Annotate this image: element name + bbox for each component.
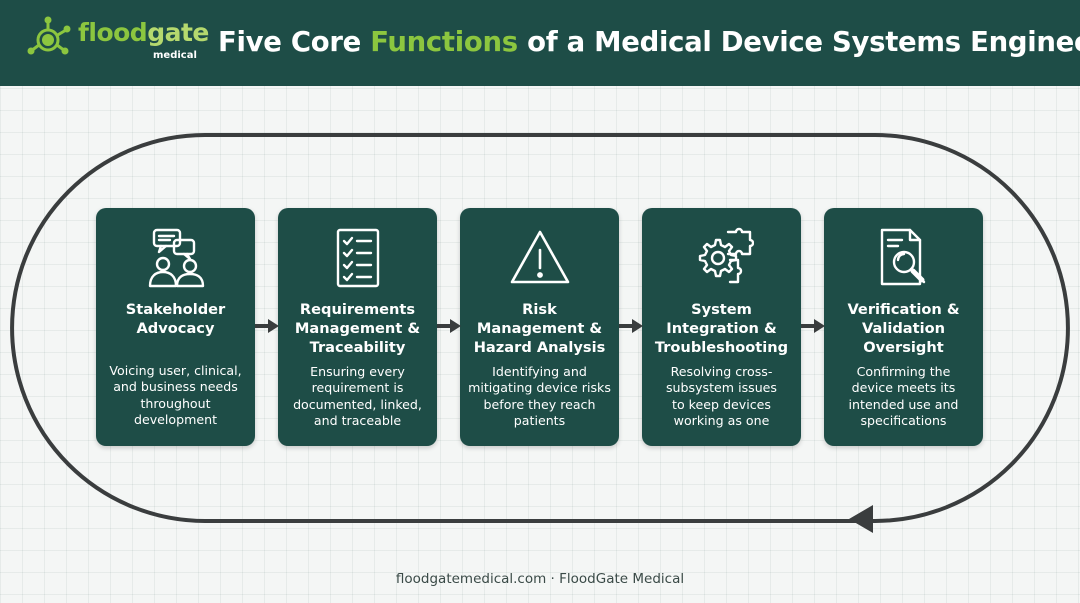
card-desc-line: documented, linked, — [293, 396, 422, 412]
arrow-right-icon — [255, 319, 279, 333]
card-desc-line: and business needs — [113, 379, 238, 395]
card-title-line: Stakeholder — [125, 301, 226, 318]
title-accent: Functions — [370, 26, 518, 58]
card-desc-line: Voicing user, clinical, — [109, 363, 242, 378]
card-description: Ensuring every requirement is documented… — [286, 364, 429, 429]
card-title: Verification & Validation Oversight — [830, 300, 977, 357]
card-desc-line: throughout — [140, 395, 211, 411]
page-title: Five Core Functions of a Medical Device … — [218, 24, 1080, 60]
loop-arrowhead-icon — [849, 505, 873, 533]
card-title-line: Management & — [294, 320, 421, 337]
card-title-line: Verification & — [847, 301, 960, 318]
function-card-risk-management: Risk Management & Hazard Analysis Identi… — [460, 208, 619, 446]
card-desc-line: and traceable — [313, 412, 402, 428]
arrow-right-icon — [801, 319, 825, 333]
function-card-system-integration: System Integration & Troubleshooting Res… — [642, 208, 801, 446]
card-title-line: Advocacy — [136, 320, 215, 337]
card-description: Confirming the device meets its intended… — [832, 364, 975, 429]
title-part-2: of a Medical Device Systems Engineer — [517, 26, 1080, 58]
card-description: Voicing user, clinical, and business nee… — [104, 363, 247, 428]
card-desc-line: Identifying and — [492, 364, 587, 379]
card-desc-line: device meets its — [851, 380, 956, 396]
function-card-verification-validation: Verification & Validation Oversight Conf… — [824, 208, 983, 446]
card-title: Risk Management & Hazard Analysis — [466, 300, 613, 357]
card-desc-line: intended use and — [848, 396, 959, 412]
molecule-logo-icon — [27, 16, 71, 55]
document-magnifier-icon — [880, 228, 925, 286]
card-title-line: Oversight — [863, 339, 944, 356]
checklist-icon — [336, 228, 379, 288]
card-title-line: Traceability — [309, 339, 406, 356]
logo-subtext: medical — [153, 50, 197, 61]
title-part-1: Five Core — [218, 26, 371, 58]
card-title: Requirements Management & Traceability — [284, 300, 431, 357]
header-bar: floodgate medical Five Core Functions of… — [0, 0, 1080, 86]
card-desc-line: before they reach — [483, 396, 596, 412]
card-title-line: Validation — [861, 320, 946, 337]
card-title-line: Management & — [476, 320, 603, 337]
card-title-line: Hazard Analysis — [473, 339, 606, 356]
footer-credit[interactable]: floodgatemedical.com · FloodGate Medical — [395, 571, 685, 587]
card-title: System Integration & Troubleshooting — [648, 300, 795, 357]
floodgate-logo[interactable]: floodgate medical — [26, 16, 209, 68]
logo-word-gate: gate — [147, 18, 209, 47]
card-title-line: Integration & — [666, 320, 777, 337]
card-desc-line: mitigating device risks — [468, 380, 611, 396]
card-desc-line: Confirming the — [856, 364, 951, 379]
card-title-line: Troubleshooting — [654, 339, 789, 356]
card-title-line: Requirements — [299, 301, 416, 318]
card-desc-line: requirement is — [311, 380, 404, 396]
card-description: Identifying and mitigating device risks … — [468, 364, 611, 429]
card-desc-line: development — [133, 411, 218, 427]
card-desc-line: subsystem issues — [666, 380, 777, 396]
arrow-right-icon — [619, 319, 643, 333]
card-title-line: System — [691, 301, 752, 318]
card-desc-line: to keep devices — [672, 396, 771, 412]
function-card-requirements-management: Requirements Management & Traceability E… — [278, 208, 437, 446]
card-desc-line: Ensuring every — [310, 364, 405, 379]
logo-word-flood: flood — [78, 18, 148, 47]
card-title-line: Risk — [522, 301, 557, 318]
arrow-right-icon — [437, 319, 461, 333]
gear-puzzle-icon — [698, 227, 754, 284]
card-desc-line: Resolving cross- — [670, 364, 773, 379]
card-description: Resolving cross- subsystem issues to kee… — [650, 364, 793, 429]
card-desc-line: working as one — [673, 412, 770, 428]
card-title: Stakeholder Advocacy — [102, 300, 249, 338]
card-desc-line: specifications — [860, 412, 947, 428]
stakeholder-chat-icon — [148, 228, 204, 288]
card-desc-line: patients — [513, 412, 566, 428]
logo-wordmark: floodgate — [78, 18, 209, 48]
function-card-stakeholder-advocacy: Stakeholder Advocacy Voicing user, clini… — [96, 208, 255, 446]
warning-triangle-icon — [510, 230, 569, 284]
